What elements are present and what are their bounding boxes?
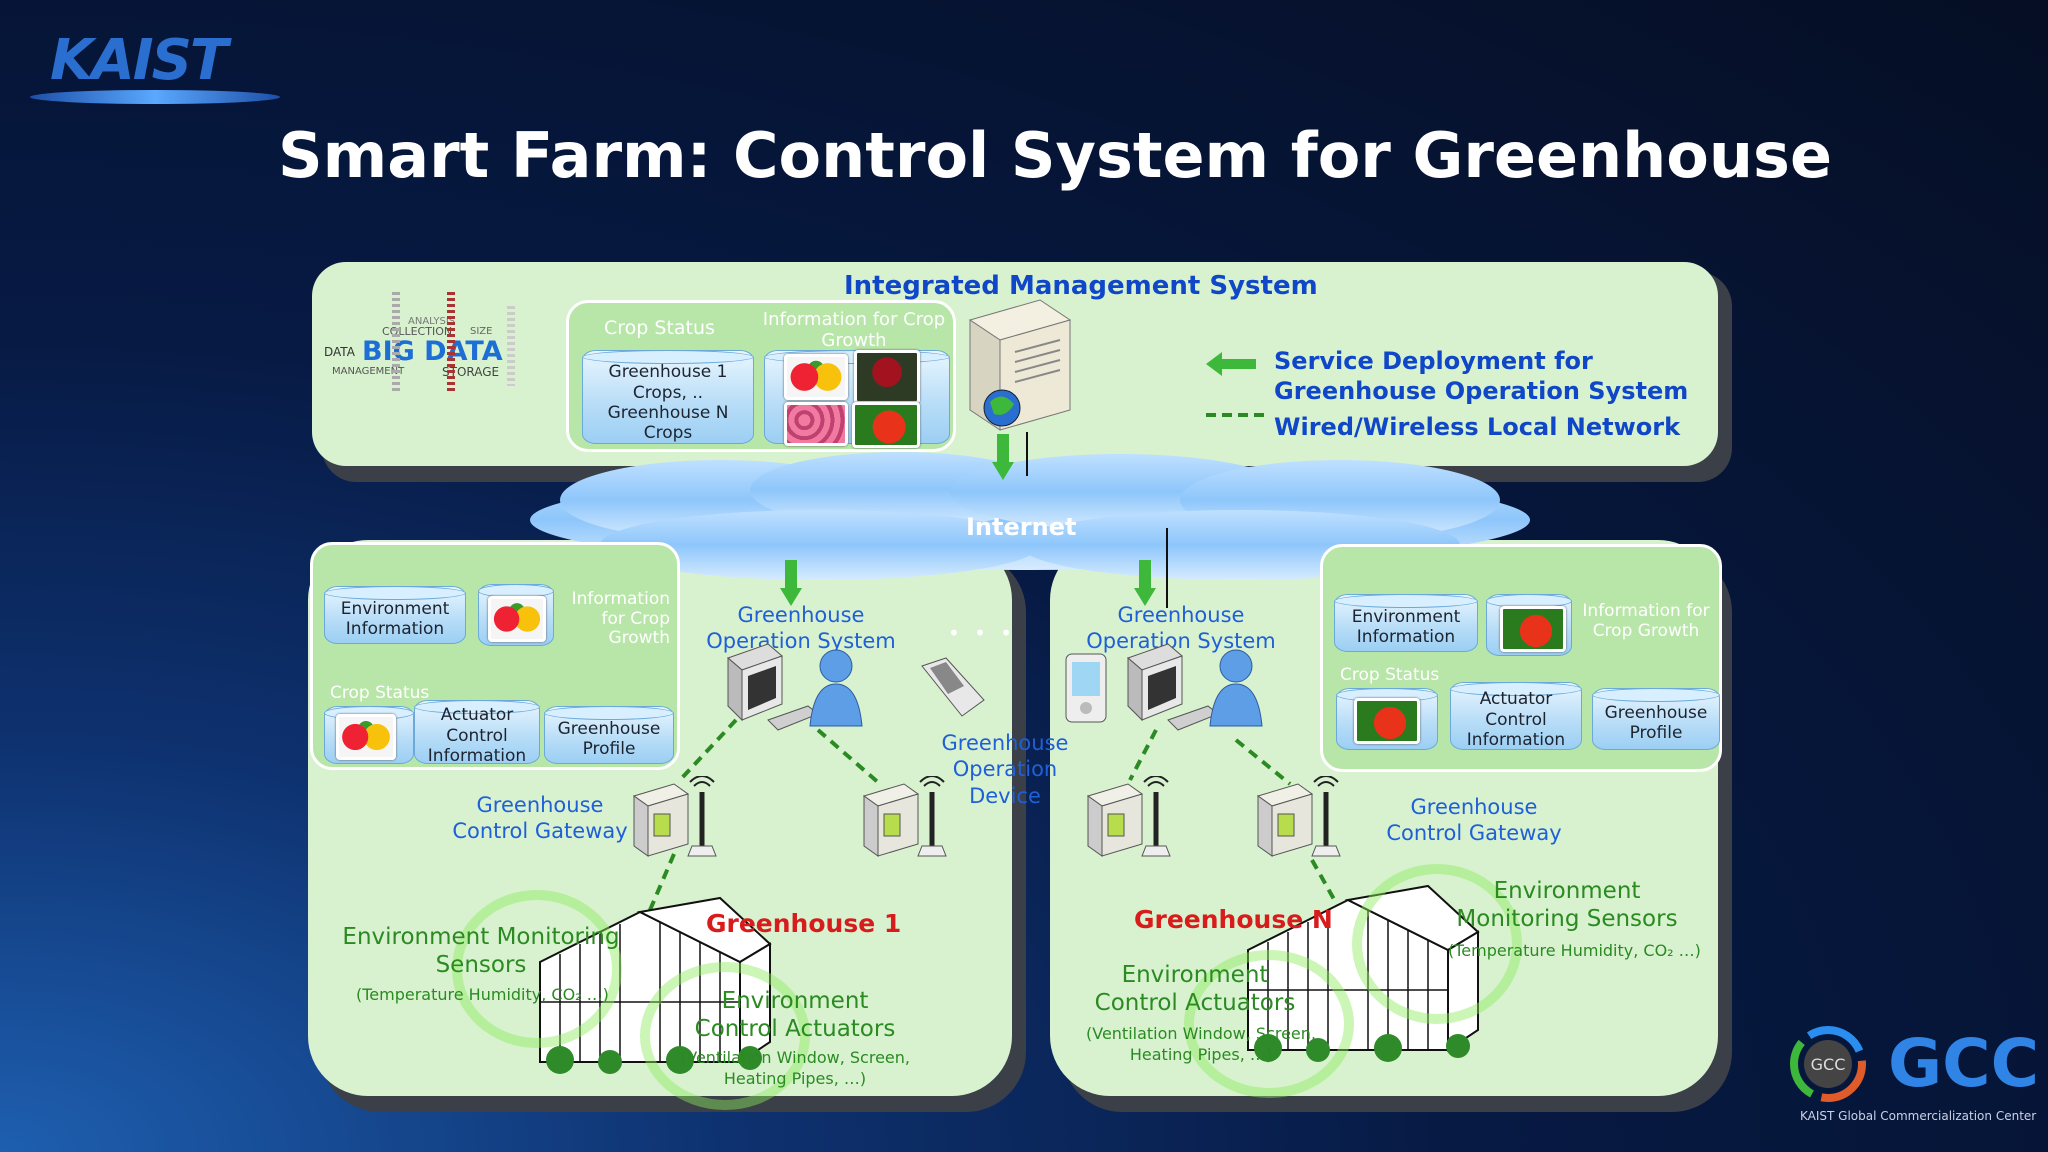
internet-label: Internet	[966, 513, 1077, 541]
computer-user-icon	[1127, 643, 1263, 731]
legend-network: Wired/Wireless Local Network	[1274, 413, 1681, 441]
ims-title: Integrated Management System	[844, 271, 1318, 301]
gh1-sensors-detail: (Temperature Humidity, CO₂ …)	[356, 985, 609, 1004]
internet-to-ghn-line	[1166, 528, 1168, 608]
ghn-sensors-label: Environment Monitoring Sensors	[1456, 878, 1678, 932]
ghn-network-lines	[1128, 729, 1342, 911]
rose-photo	[854, 350, 920, 404]
gcc-ring-icon: GCC	[1790, 1026, 1866, 1102]
tomato-photo	[852, 402, 920, 448]
gcc-logo-text: GCC	[1888, 1025, 2040, 1102]
peppers-photo	[336, 714, 396, 760]
ghn-actuator-info-db: Actuator Control Information	[1450, 682, 1582, 750]
ghn-profile-db: Greenhouse Profile	[1592, 688, 1720, 750]
gh1-title: Greenhouse 1	[706, 909, 902, 938]
peppers-photo	[784, 354, 848, 400]
ellipsis-dots: • • •	[948, 621, 1017, 645]
sensor-glow	[452, 890, 622, 1048]
server-icon	[968, 299, 1072, 431]
arrow-down-icon	[992, 434, 1014, 480]
ghn-info-growth-label: Information for Crop Growth	[1582, 601, 1710, 641]
kaist-logo: KAIST	[50, 28, 228, 93]
phone-device-icon	[921, 657, 985, 717]
gh1-actuator-info-db: Actuator Control Information	[414, 700, 540, 766]
gh1-network-lines	[648, 718, 882, 911]
slide-title: Smart Farm: Control System for Greenhous…	[278, 119, 1832, 192]
gh1-profile-db: Greenhouse Profile	[544, 706, 674, 764]
gcc-subtitle: KAIST Global Commercialization Center	[1800, 1109, 2037, 1123]
computer-user-icon	[727, 643, 863, 731]
legend-service-line1: Service Deployment for	[1274, 347, 1593, 375]
network-line-icon	[1206, 413, 1264, 417]
ims-crops-db: Greenhouse 1 Crops, .. Greenhouse N Crop…	[582, 350, 754, 444]
tomato-photo	[1500, 606, 1566, 652]
ghn-ops-system-label: Greenhouse Operation System	[1086, 603, 1276, 654]
ims-crop-status-label: Crop Status	[604, 317, 715, 339]
pda-device-icon	[1065, 653, 1107, 723]
peppers-photo	[488, 596, 546, 642]
arrow-down-icon	[780, 560, 802, 606]
gateway-icon	[1086, 776, 1171, 857]
actuator-glow	[1184, 950, 1354, 1098]
legend-service-line2: Greenhouse Operation System	[1274, 377, 1689, 405]
ghn-crop-status-label: Crop Status	[1340, 665, 1440, 685]
arrow-down-icon	[1134, 560, 1156, 606]
flowers-photo	[784, 402, 848, 446]
gh1-ops-system-label: Greenhouse Operation System	[706, 603, 896, 654]
gh1-info-growth-label: Information for Crop Growth	[571, 589, 670, 649]
ims-to-internet-line	[1026, 432, 1028, 476]
kaist-logo-swoosh	[30, 90, 280, 104]
svg-text:GCC: GCC	[1811, 1055, 1846, 1074]
gh1-actuators-detail: (Ventilation Window, Screen, Heating Pip…	[680, 1048, 910, 1088]
ghn-sensors-detail: (Temperature Humidity, CO₂ …)	[1448, 941, 1701, 960]
ghn-title: Greenhouse N	[1134, 905, 1333, 934]
sensor-glow	[1352, 864, 1522, 1024]
ghn-actuators-detail: (Ventilation Window, Screen, Heating Pip…	[1086, 1024, 1316, 1064]
service-arrow-icon	[1206, 352, 1256, 376]
gateway-icon	[632, 776, 717, 857]
ghn-env-info-db: Environment Information	[1334, 594, 1478, 652]
gh1-env-info-db: Environment Information	[324, 586, 466, 644]
ims-crop-growth-label: Information for Crop Growth	[762, 309, 946, 351]
gateway-icon	[862, 776, 947, 857]
tomato-photo	[1354, 698, 1420, 744]
gh1-gateway-label: Greenhouse Control Gateway	[452, 793, 628, 844]
big-data-wordcloud: COLLECTION ANALYSIS SIZE DATA BIG DATA M…	[322, 286, 562, 406]
gh1-crop-status-label: Crop Status	[330, 683, 430, 703]
ghn-actuators-label: Environment Control Actuators	[1094, 962, 1296, 1016]
gh1-sensors-label: Environment Monitoring Sensors	[342, 924, 620, 978]
gateway-icon	[1256, 776, 1341, 857]
ghn-gateway-label: Greenhouse Control Gateway	[1386, 795, 1562, 846]
actuator-glow	[640, 962, 810, 1110]
gh1-actuators-label: Environment Control Actuators	[694, 988, 896, 1042]
gh1-ops-device-label: Greenhouse Operation Device	[941, 731, 1069, 808]
